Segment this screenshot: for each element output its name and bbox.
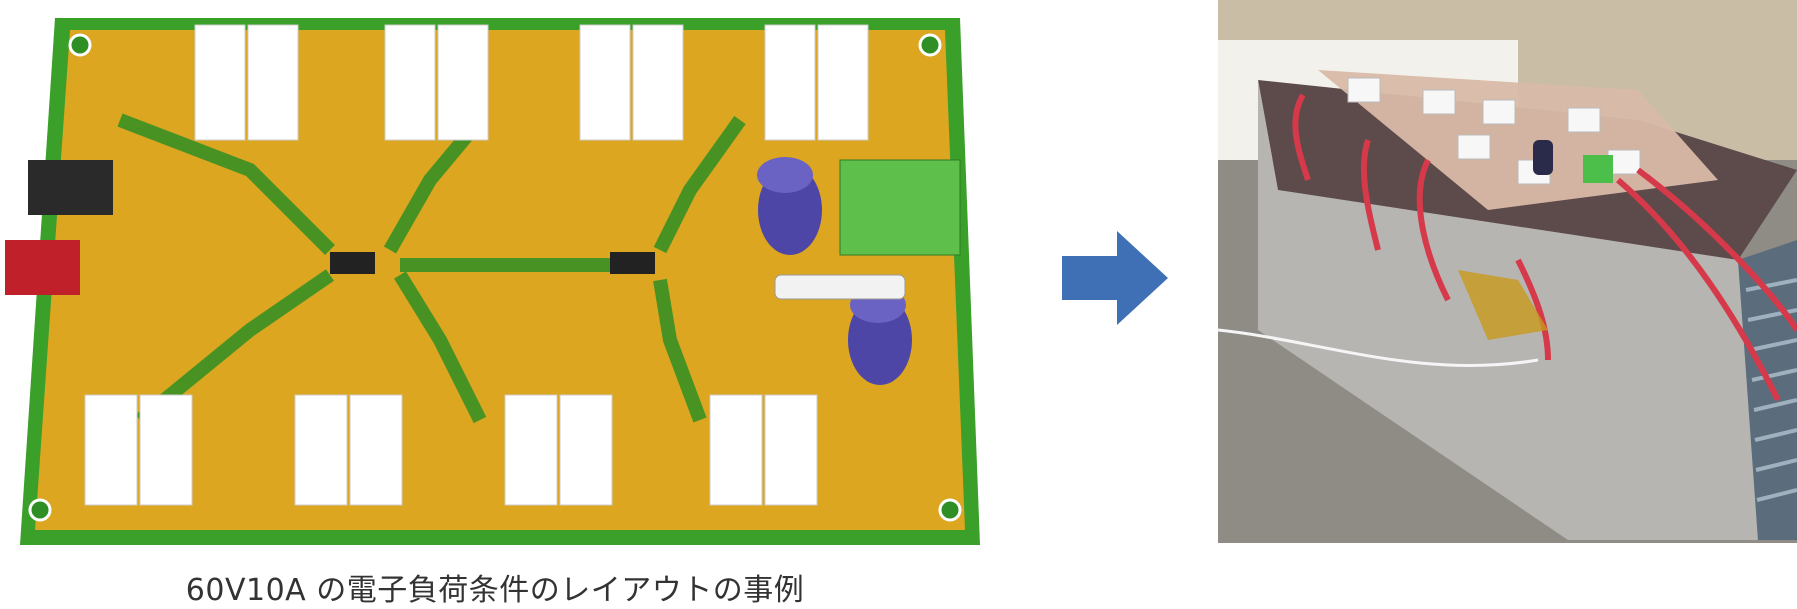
photo-relays [1347,77,1641,185]
terminal-block [839,159,961,256]
pcb-layout-render [5,18,980,545]
heatsink-fins [1745,278,1797,502]
ic-left [330,252,375,274]
photo-capacitor [1533,140,1553,175]
photo-terminal-block [1583,155,1613,183]
fuse [774,274,906,300]
prototype-photo [1218,0,1797,543]
power-connector [28,160,113,215]
relays-top [194,24,869,141]
ic-right [610,252,655,274]
red-wires [1292,93,1797,402]
capacitors [757,157,912,385]
kapton-tape [1458,270,1548,340]
relays-bottom [84,394,818,506]
white-cable [1218,328,1539,367]
right-arrow-icon [1062,231,1168,325]
red-connector [5,240,80,295]
figure-caption: 60V10A の電子負荷条件のレイアウトの事例 [185,573,805,608]
pcb-on-top [1318,70,1718,210]
mounting-holes [28,33,962,522]
